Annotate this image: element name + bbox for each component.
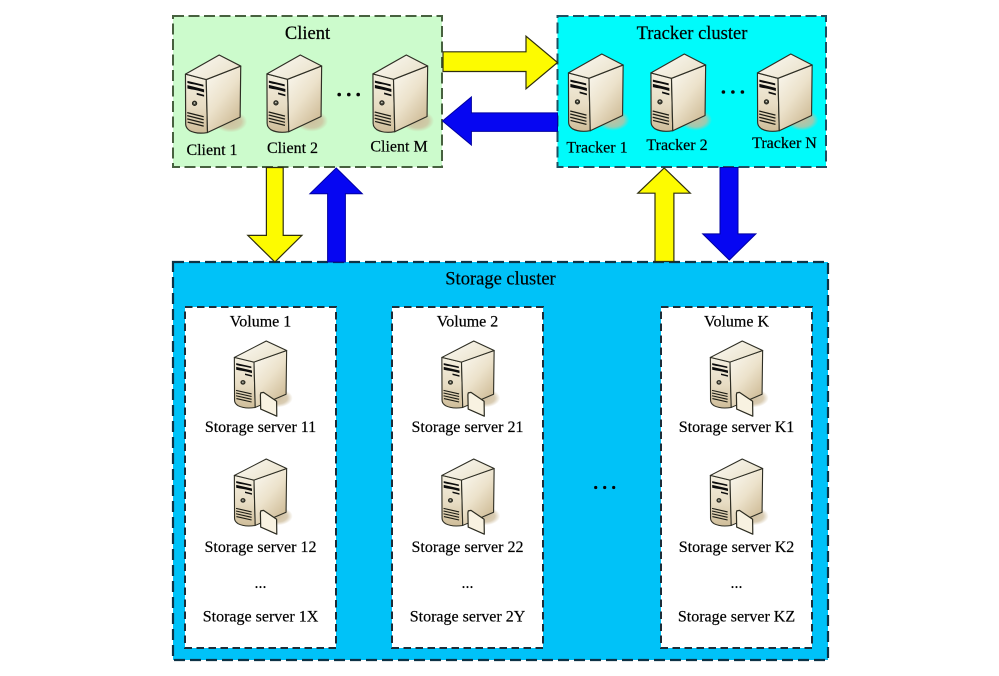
svg-text:Storage server 11: Storage server 11	[205, 419, 316, 436]
svg-text:Client M: Client M	[370, 138, 427, 155]
svg-text:Storage server 21: Storage server 21	[412, 419, 524, 436]
svg-text:Tracker N: Tracker N	[752, 135, 817, 152]
svg-text:Client 1: Client 1	[186, 142, 237, 159]
svg-text:Storage server 2Y: Storage server 2Y	[410, 609, 526, 626]
svg-text:Storage server 12: Storage server 12	[205, 539, 317, 556]
svg-text:...: ...	[462, 575, 474, 592]
svg-text:Storage server KZ: Storage server KZ	[678, 609, 795, 626]
svg-text:...: ...	[731, 575, 743, 592]
svg-text:Volume 1: Volume 1	[230, 314, 291, 331]
svg-text:Tracker cluster: Tracker cluster	[637, 24, 748, 44]
svg-text:Storage server K2: Storage server K2	[679, 539, 795, 556]
svg-text:Storage server K1: Storage server K1	[679, 419, 795, 436]
svg-text:Client 2: Client 2	[267, 140, 318, 157]
svg-text:Tracker 1: Tracker 1	[566, 140, 627, 157]
svg-text:Tracker 2: Tracker 2	[646, 137, 707, 154]
svg-text:Storage server 1X: Storage server 1X	[203, 609, 319, 626]
svg-text:Client: Client	[285, 24, 331, 44]
svg-text:Volume K: Volume K	[704, 314, 769, 331]
svg-text:Storage cluster: Storage cluster	[445, 270, 555, 290]
svg-text:Volume 2: Volume 2	[437, 314, 498, 331]
svg-text:Storage server 22: Storage server 22	[412, 539, 524, 556]
svg-text:...: ...	[255, 575, 267, 592]
